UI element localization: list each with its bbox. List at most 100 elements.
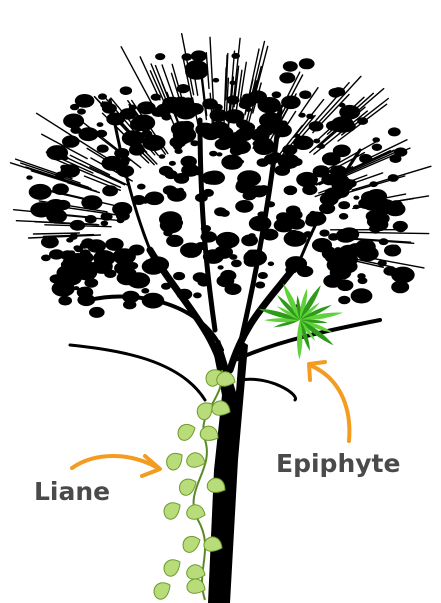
canopy-blob <box>193 272 208 282</box>
canopy-blob <box>383 266 397 276</box>
canopy-blob <box>338 296 350 305</box>
liane-arrow-icon <box>72 456 160 476</box>
canopy-blob <box>369 226 377 232</box>
canopy-blob <box>319 230 329 237</box>
canopy-blob <box>58 296 72 306</box>
canopy-blob <box>174 173 189 184</box>
canopy-blob <box>355 239 376 253</box>
canopy-blob <box>193 292 202 298</box>
canopy-blob <box>238 160 244 164</box>
canopy-blob <box>353 196 359 200</box>
canopy-blob <box>77 109 86 115</box>
branch <box>240 379 296 400</box>
canopy-blob <box>74 246 83 252</box>
canopy-blob <box>113 248 136 264</box>
twig <box>45 225 111 227</box>
canopy-blob <box>97 122 104 127</box>
canopy-blob <box>123 300 136 309</box>
canopy-blob <box>178 188 184 192</box>
canopy-blob <box>214 246 233 259</box>
canopy-blob <box>77 252 93 263</box>
canopy-blob <box>202 171 221 185</box>
canopy-blob <box>120 86 132 95</box>
canopy-blob <box>97 145 109 153</box>
vine-leaf <box>151 579 174 601</box>
canopy-blob <box>216 232 240 249</box>
canopy-blob <box>70 126 81 134</box>
vine-leaf <box>161 499 184 521</box>
canopy-blob <box>235 180 254 193</box>
vine-leaf <box>176 422 198 442</box>
twig <box>34 233 80 234</box>
canopy-blob <box>73 286 79 290</box>
canopy-blob <box>191 50 207 61</box>
canopy-blob <box>235 200 253 213</box>
canopy-blob <box>159 154 166 159</box>
canopy-blob <box>93 250 115 266</box>
canopy-blob <box>231 260 242 268</box>
canopy-blob <box>180 243 202 258</box>
twig <box>352 166 431 190</box>
twig <box>241 62 247 98</box>
canopy-blob <box>272 91 282 98</box>
canopy-blob <box>268 262 274 267</box>
tree-canopy <box>26 50 414 318</box>
canopy-blob <box>26 175 32 179</box>
canopy-blob <box>209 151 217 157</box>
canopy-blob <box>173 272 185 280</box>
twig <box>225 55 227 100</box>
canopy-blob <box>372 144 382 151</box>
canopy-blob <box>89 307 105 318</box>
canopy-blob <box>218 265 224 269</box>
vine-leaf <box>163 449 187 472</box>
canopy-blob <box>361 194 385 211</box>
canopy-blob <box>163 230 172 237</box>
canopy-blob <box>57 265 80 281</box>
canopy-blob <box>103 253 109 257</box>
canopy-blob <box>330 276 339 282</box>
canopy-blob <box>339 213 348 220</box>
canopy-blob <box>241 235 258 247</box>
liane-label: Liane <box>34 477 110 506</box>
vine-leaf <box>161 556 184 578</box>
canopy-blob <box>141 288 149 294</box>
canopy-blob <box>137 184 146 190</box>
canopy-blob <box>274 218 294 232</box>
canopy-blob <box>384 245 401 257</box>
canopy-blob <box>230 146 244 155</box>
vine-leaf <box>185 502 207 522</box>
canopy-blob <box>299 58 315 69</box>
canopy-blob <box>310 211 317 216</box>
canopy-blob <box>302 185 317 196</box>
vine-leaf <box>181 534 203 554</box>
canopy-blob <box>169 161 176 166</box>
canopy-blob <box>85 201 93 207</box>
canopy-blob <box>155 53 165 60</box>
canopy-blob <box>284 231 307 247</box>
canopy-blob <box>217 275 235 288</box>
tree-twigs <box>11 34 431 268</box>
canopy-blob <box>388 127 401 136</box>
canopy-blob <box>385 202 405 216</box>
canopy-blob <box>351 288 373 303</box>
branch <box>70 345 205 400</box>
epiphyte-arrow-icon <box>309 362 349 441</box>
canopy-blob <box>338 201 350 209</box>
canopy-blob <box>69 250 76 255</box>
canopy-blob <box>299 90 311 99</box>
canopy-blob <box>166 235 183 247</box>
canopy-blob <box>391 281 409 294</box>
canopy-blob <box>220 210 230 217</box>
canopy-blob <box>366 210 383 222</box>
canopy-blob <box>249 216 272 232</box>
canopy-blob <box>284 186 298 196</box>
canopy-blob <box>84 278 98 288</box>
canopy-blob <box>173 144 182 151</box>
canopy-blob <box>101 221 109 226</box>
canopy-blob <box>181 156 197 168</box>
canopy-blob <box>358 277 368 284</box>
canopy-blob <box>52 281 75 297</box>
canopy-blob <box>145 192 165 206</box>
epiphyte-label: Epiphyte <box>276 449 400 478</box>
